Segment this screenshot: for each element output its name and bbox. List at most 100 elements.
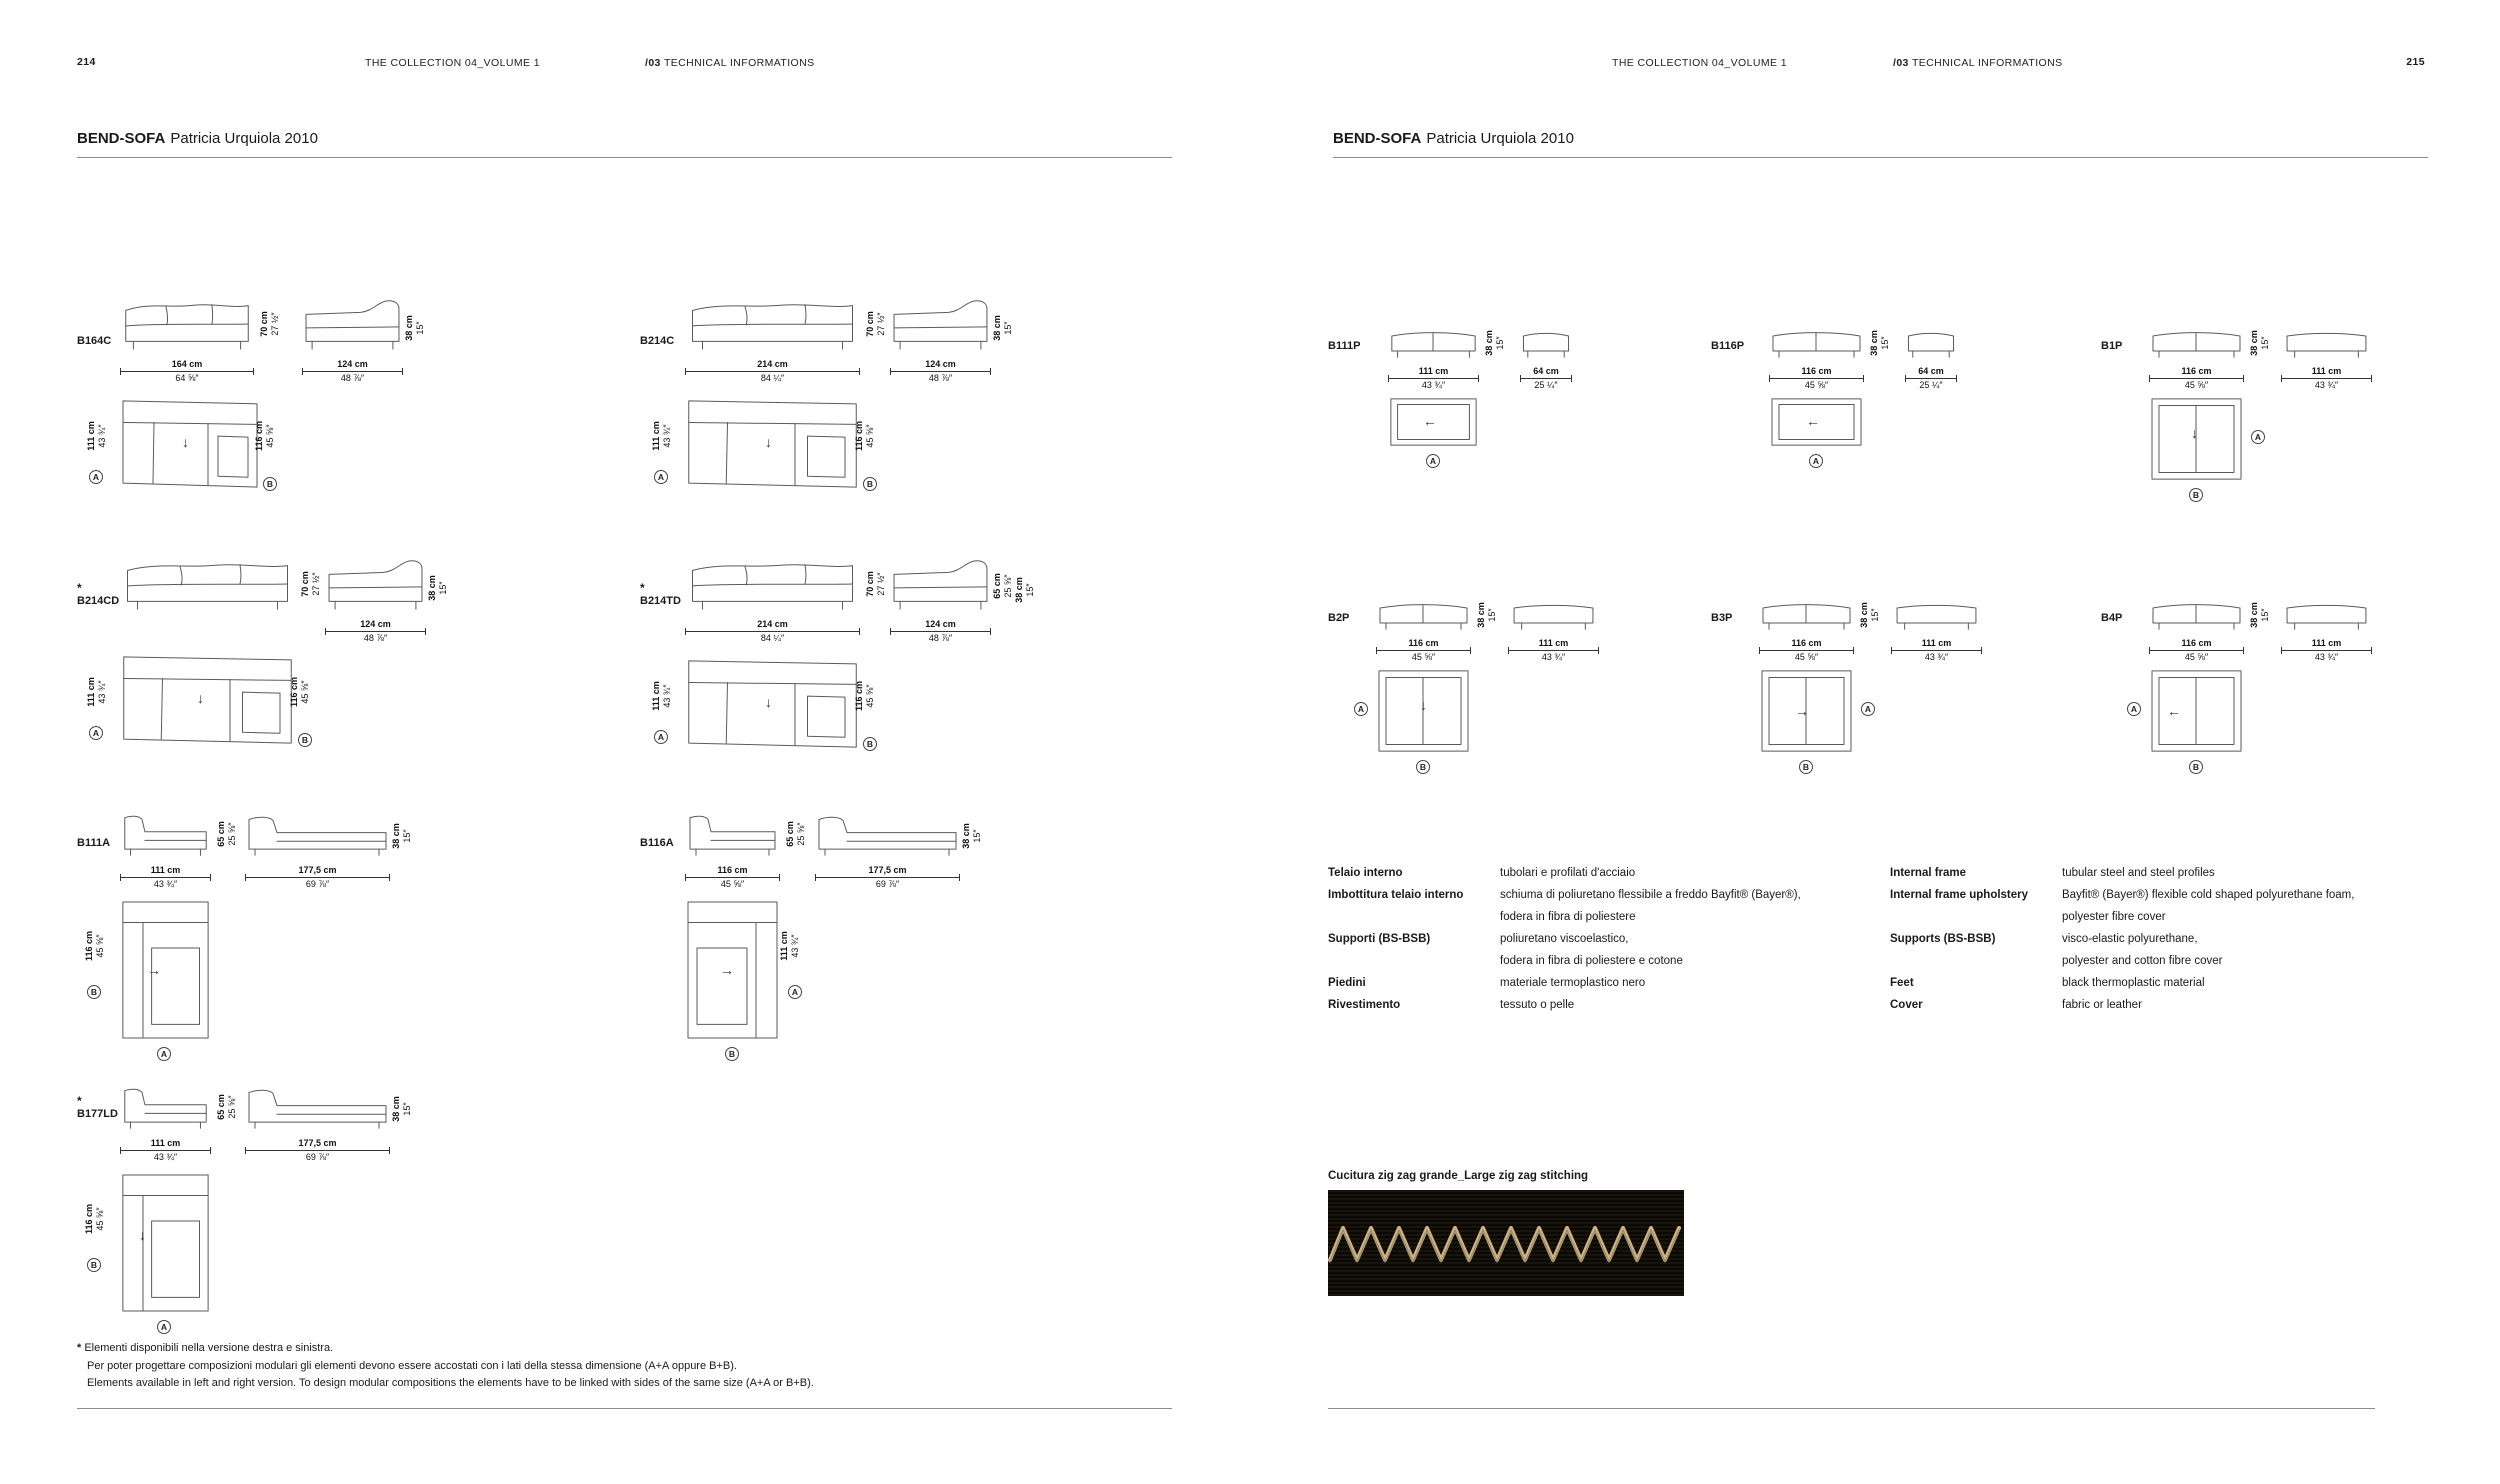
dim-line (2281, 375, 2372, 382)
dim-inch-label: 25 ¼″ (1534, 380, 1558, 390)
dim-inch-label: 45 ⅝″ (720, 879, 745, 889)
spec-value-line: fodera in fibra di poliestere (1500, 911, 1636, 923)
dim-cm-label: 111 cm (2311, 366, 2342, 376)
side-view-drawing (893, 560, 988, 610)
dim-cm-label: 124 cm (360, 619, 391, 629)
footnote-line-2: Per poter progettare composizioni modula… (87, 1359, 737, 1372)
dim-line (685, 628, 860, 635)
dim-inch-label: 45 ⅝″ (265, 424, 275, 448)
dim-cm-label: 38 cm (2249, 330, 2259, 356)
dim-cm-label: 214 cm (757, 619, 788, 629)
direction-arrow: → (147, 962, 161, 978)
side-view-drawing (1523, 332, 1569, 358)
dim-inch-label: 15″ (1003, 321, 1013, 335)
dim-line (2149, 647, 2244, 654)
dim-inch-label: 43 ¾″ (97, 424, 107, 448)
designer-name: Patricia Urquiola 2010 (1426, 130, 1574, 147)
dim-cm-label: 65 cm (216, 821, 226, 847)
marker-a: A (788, 985, 802, 999)
plan-view-drawing (122, 901, 209, 1039)
dim-inch-label: 43 ¾″ (1924, 652, 1949, 662)
zigzag-stitch-graphic (1328, 1226, 1681, 1263)
dim-cm-label: 111 cm (1418, 366, 1449, 376)
side-view-drawing (248, 1089, 387, 1129)
spec-label: Supporti (BS-BSB) (1328, 933, 1431, 945)
stitching-caption: Cucitura zig zag grande_Large zig zag st… (1328, 1170, 1589, 1182)
spec-value-line: tessuto o pelle (1500, 999, 1575, 1011)
direction-arrow: → (1795, 703, 1809, 719)
module-code: B3P (1711, 612, 1733, 624)
module-code: B4P (2101, 612, 2123, 624)
marker-b: B (1416, 760, 1430, 774)
dim-inch-label: 45 ⅝″ (95, 934, 105, 958)
plan-view-drawing (122, 400, 258, 488)
module-code: B164C (77, 335, 112, 347)
plan-view-drawing (2151, 670, 2242, 752)
dim-line (1376, 647, 1471, 654)
marker-b: B (87, 985, 101, 999)
dim-inch-label: 45 ⅝″ (865, 424, 875, 448)
dim-inch-label: 43 ¾″ (662, 424, 672, 448)
spec-value-line: fodera in fibra di poliestere e cotone (1500, 955, 1683, 967)
marker-b: B (2189, 488, 2203, 502)
direction-arrow: ← (1423, 413, 1437, 429)
dim-line (120, 368, 254, 375)
spec-value-line: visco-elastic polyurethane, (2062, 933, 2198, 945)
dim-cm-label: 64 cm (1533, 366, 1559, 376)
depth-dimension: 111 cm 43 ¾″ (1891, 638, 1982, 663)
dim-inch-label: 43 ¾″ (153, 879, 178, 889)
dim-inch-label: 48 ⅞″ (928, 373, 953, 383)
dim-cm-label: 116 cm (854, 420, 864, 452)
dim-cm-label: 124 cm (337, 359, 368, 369)
spec-row: Rivestimento tessuto o pelle (1328, 994, 1880, 1016)
dim-inch-label: 45 ⅝″ (1804, 380, 1829, 390)
spec-label: Rivestimento (1328, 999, 1401, 1011)
dim-cm-label: 38 cm (992, 315, 1002, 341)
dim-cm-label: 65 cm (992, 573, 1002, 599)
dim-inch-label: 43 ¾″ (153, 1152, 178, 1162)
section-number: /03 (645, 57, 661, 69)
plan-view-drawing (688, 660, 857, 748)
product-name: BEND-SOFA (77, 130, 166, 147)
dim-cm-label: 116 cm (1408, 638, 1439, 648)
marker-a: A (1426, 454, 1440, 468)
dim-inch-label: 27 ½″ (876, 312, 886, 336)
spec-label: Piedini (1328, 977, 1366, 989)
dim-cm-label: 111 cm (1921, 638, 1952, 648)
spec-label: Internal frame (1890, 867, 1967, 879)
spec-value-line: polyester and cotton fibre cover (2062, 955, 2223, 967)
marker-b: B (263, 477, 277, 491)
dim-cm-label: 177,5 cm (298, 1138, 337, 1148)
dim-cm-label: 116 cm (1801, 366, 1832, 376)
module-code: B214TD (640, 595, 681, 607)
dim-cm-label: 38 cm (1476, 602, 1486, 628)
section-number: /03 (1893, 57, 1909, 69)
spec-label: Cover (1890, 999, 1923, 1011)
dim-cm-label: 38 cm (1484, 330, 1494, 356)
dim-inch-label: 43 ¾″ (2314, 380, 2339, 390)
marker-a: A (157, 1320, 171, 1334)
dim-cm-label: 177,5 cm (868, 865, 907, 875)
dim-inch-label: 25 ⅝″ (796, 822, 806, 846)
dim-inch-label: 15″ (972, 829, 982, 843)
dim-inch-label: 43 ¾″ (1421, 380, 1446, 390)
dim-cm-label: 111 cm (150, 865, 181, 875)
dim-line (120, 874, 211, 881)
